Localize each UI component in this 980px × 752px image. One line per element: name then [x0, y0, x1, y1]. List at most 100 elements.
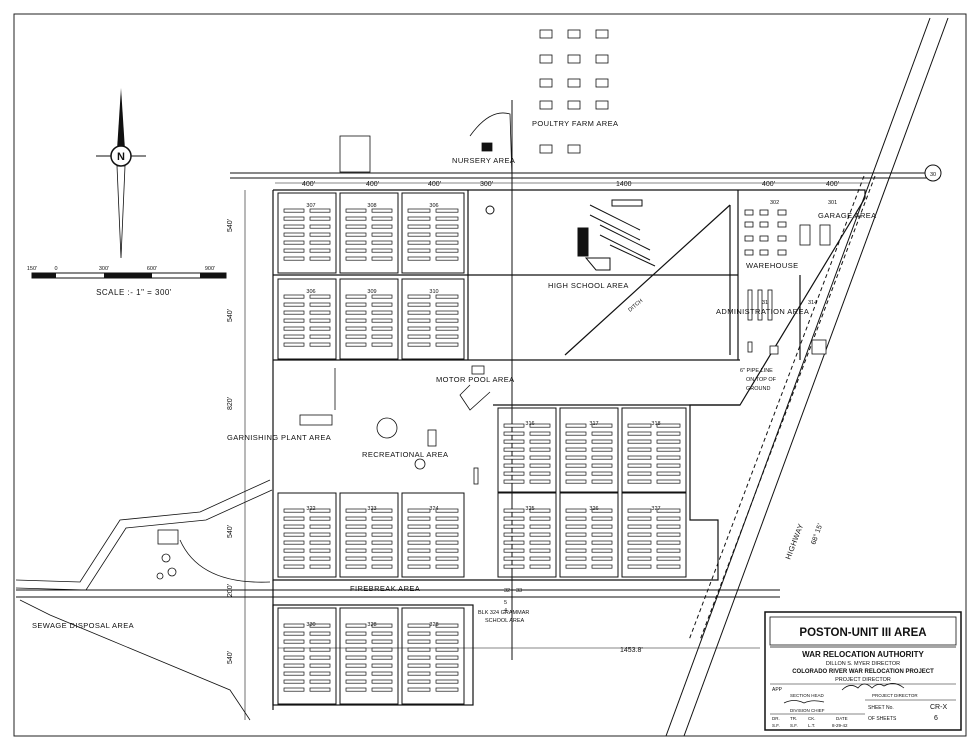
barracks-building	[283, 248, 305, 253]
barracks-building	[503, 508, 525, 513]
barracks-building	[309, 639, 331, 644]
barracks-building	[565, 548, 587, 553]
sheet-border	[13, 13, 967, 737]
barracks-building	[283, 334, 305, 339]
barracks-block	[401, 492, 465, 578]
barracks-building	[503, 564, 525, 569]
barracks-building	[283, 240, 305, 245]
barracks-building	[371, 224, 393, 229]
barracks-building	[656, 548, 681, 553]
barracks-building	[435, 639, 459, 644]
barracks-building	[656, 564, 681, 569]
barracks-building	[435, 248, 459, 253]
barracks-building	[345, 639, 367, 644]
of-sheets-label: OF SHEETS	[868, 716, 897, 722]
dim-bottom: 1453.8'	[620, 647, 643, 654]
barracks-building	[283, 679, 305, 684]
title-block: POSTON-UNIT III AREA WAR RELOCATION AUTH…	[764, 611, 962, 731]
barracks-building	[345, 532, 367, 537]
barracks-building	[345, 556, 367, 561]
barracks-building	[309, 256, 331, 261]
barracks-building	[371, 556, 393, 561]
project-director-text: PROJECT DIRECTOR	[835, 677, 891, 683]
barracks-building	[407, 639, 431, 644]
dr-value: S.F.	[772, 723, 780, 728]
barracks-building	[371, 671, 393, 676]
barracks-building	[565, 479, 587, 484]
barracks-building	[407, 256, 431, 261]
barracks-building	[565, 516, 587, 521]
barracks-building	[309, 310, 331, 315]
barracks-building	[529, 423, 551, 428]
block-number: 324	[429, 506, 438, 512]
block-number: 318	[651, 421, 660, 427]
barracks-building	[503, 532, 525, 537]
barracks-building	[371, 532, 393, 537]
scale-label: SCALE :- 1" = 300'	[96, 288, 172, 297]
barracks-building	[309, 687, 331, 692]
barracks-building	[407, 248, 431, 253]
barracks-building	[407, 687, 431, 692]
scale-tick: 150'	[27, 266, 37, 272]
barracks-block	[497, 407, 557, 493]
ck-label: CK.	[808, 716, 816, 721]
barracks-building	[627, 556, 652, 561]
barracks-building	[407, 326, 431, 331]
barracks-building	[371, 564, 393, 569]
barracks-building	[435, 564, 459, 569]
barracks-building	[435, 679, 459, 684]
barracks-building	[565, 540, 587, 545]
barracks-building	[565, 463, 587, 468]
barracks-building	[345, 208, 367, 213]
barracks-building	[591, 524, 613, 529]
barracks-block	[277, 492, 337, 578]
barracks-building	[627, 423, 652, 428]
barracks-building	[371, 318, 393, 323]
marker-label: 4	[504, 608, 507, 614]
barracks-building	[435, 318, 459, 323]
block-number: 327	[651, 506, 660, 512]
barracks-building	[309, 302, 331, 307]
barracks-building	[309, 326, 331, 331]
dim-left: 820'	[227, 397, 234, 410]
marker-label: 32	[504, 588, 510, 594]
barracks-building	[283, 540, 305, 545]
barracks-building	[529, 556, 551, 561]
dim-top: 400'	[302, 181, 315, 188]
barracks-building	[371, 342, 393, 347]
block-number: 310	[429, 289, 438, 295]
barracks-building	[407, 556, 431, 561]
barracks-building	[371, 232, 393, 237]
barracks-building	[627, 463, 652, 468]
barracks-building	[345, 224, 367, 229]
nursery-label: NURSERY AREA	[452, 156, 515, 165]
administration-label: ADMINISTRATION AREA	[716, 307, 809, 316]
barracks-building	[565, 471, 587, 476]
barracks-building	[371, 687, 393, 692]
marker-label: 33	[516, 588, 522, 594]
ck-value: L.T.	[808, 723, 815, 728]
barracks-building	[627, 564, 652, 569]
barracks-building	[345, 663, 367, 668]
barracks-building	[371, 294, 393, 299]
barracks-building	[309, 334, 331, 339]
dim-top: 400'	[428, 181, 441, 188]
barracks-building	[371, 663, 393, 668]
firebreak-label: FIREBREAK AREA	[350, 584, 420, 593]
barracks-building	[407, 623, 431, 628]
barracks-building	[591, 532, 613, 537]
barracks-building	[503, 540, 525, 545]
barracks-building	[345, 326, 367, 331]
barracks-building	[591, 471, 613, 476]
barracks-building	[283, 224, 305, 229]
recreational-label: RECREATIONAL AREA	[362, 450, 448, 459]
title-text: POSTON-UNIT III AREA	[799, 627, 926, 639]
barracks-building	[283, 310, 305, 315]
barracks-building	[435, 524, 459, 529]
barracks-building	[435, 208, 459, 213]
sheet-code: CR-X	[930, 704, 947, 711]
barracks-building	[627, 516, 652, 521]
barracks-building	[345, 216, 367, 221]
barracks-building	[591, 439, 613, 444]
